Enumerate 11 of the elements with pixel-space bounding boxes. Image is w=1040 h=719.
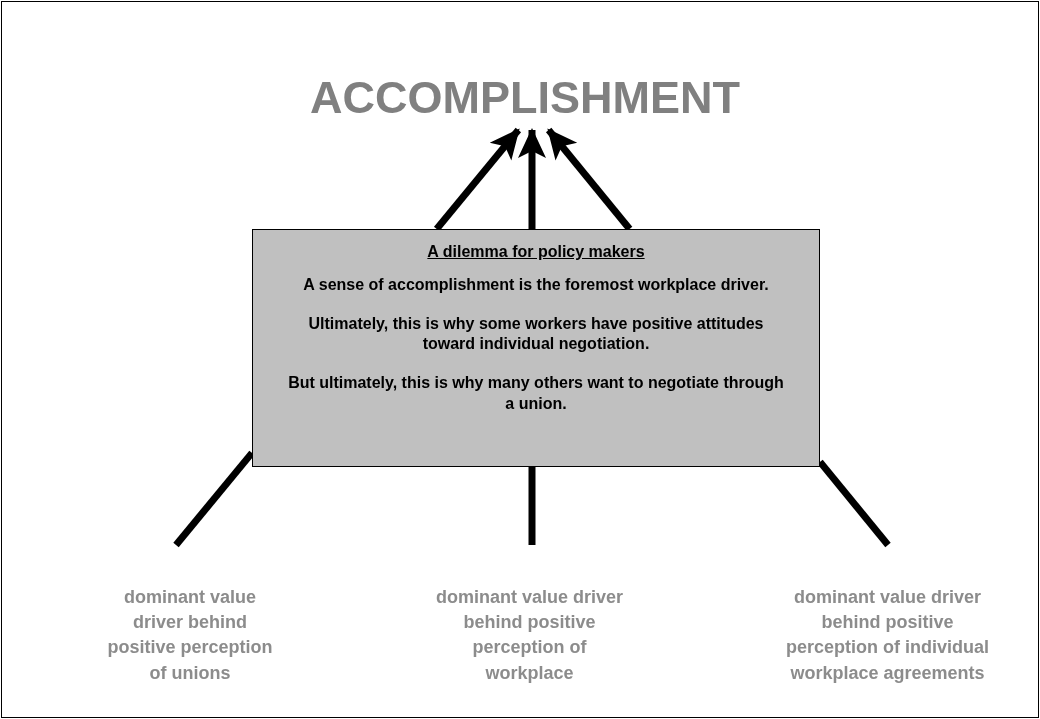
title-text: ACCOMPLISHMENT (270, 72, 780, 130)
connector-line (817, 459, 891, 548)
panel-paragraph: Ultimately, this is why some workers have positive attitudes toward individual negotiation. (307, 313, 765, 355)
panel-paragraph: But ultimately, this is why many others want to negotiate through a union. (287, 373, 785, 414)
panel-heading: A dilemma for policy makers (426, 242, 646, 262)
text-panel (252, 229, 820, 467)
driver-text: dominant value driver behind positive perception of workplace (427, 545, 632, 686)
arrow (518, 128, 546, 229)
driver-text: dominant value driver behind positive perception of unions (102, 545, 278, 686)
driver-text: dominant value driver behind positive perception of individual workplace agreements (780, 545, 995, 686)
panel-paragraph: A sense of accomplishment is the foremost workplace driver. (302, 274, 770, 295)
